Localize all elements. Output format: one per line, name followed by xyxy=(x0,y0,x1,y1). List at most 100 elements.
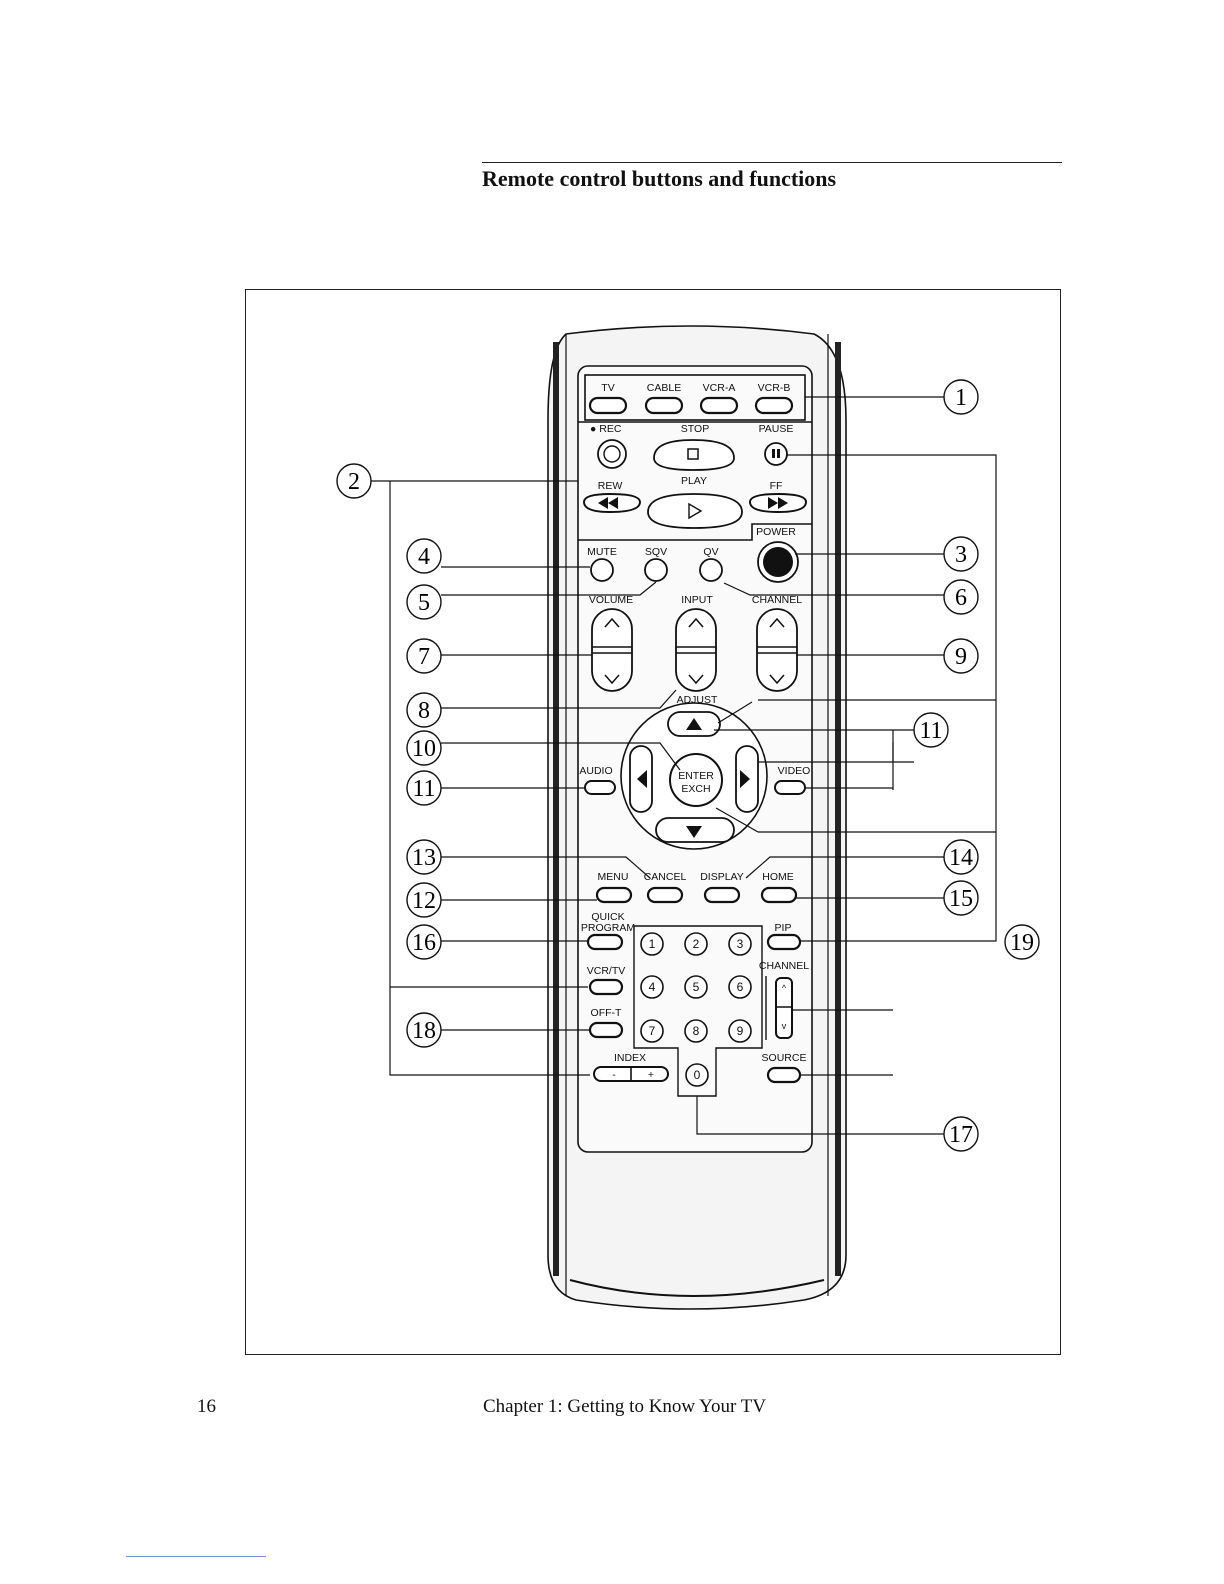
sqv-button[interactable] xyxy=(644,558,668,582)
callout-7-label: 7 xyxy=(418,644,430,670)
qv-label: QV xyxy=(703,546,718,558)
callout-1 xyxy=(943,379,979,415)
callout-17 xyxy=(943,1116,979,1152)
qv-button[interactable] xyxy=(699,558,723,582)
source-button[interactable] xyxy=(766,1066,802,1084)
callout-1-label: 1 xyxy=(955,385,967,411)
callout-15 xyxy=(943,880,979,916)
callout-16-label: 16 xyxy=(412,930,436,956)
callout-2-label: 2 xyxy=(348,469,360,495)
callout-18-label: 18 xyxy=(412,1018,436,1044)
svg-text:7: 7 xyxy=(649,1024,656,1038)
index-label: INDEX xyxy=(614,1052,646,1064)
index-plus-label: + xyxy=(648,1069,654,1081)
home-button[interactable] xyxy=(760,886,798,904)
quick-program-button[interactable] xyxy=(586,933,624,951)
pause-icon xyxy=(772,449,780,458)
page-number: 16 xyxy=(197,1396,216,1417)
rec-button[interactable] xyxy=(597,439,627,469)
audio-label: AUDIO xyxy=(579,765,612,777)
leader-lines xyxy=(368,396,997,1135)
mute-button[interactable] xyxy=(590,558,614,582)
cancel-label: CANCEL xyxy=(644,871,687,883)
digit-8-button[interactable]: 8 xyxy=(684,1019,708,1043)
callout-14 xyxy=(943,839,979,875)
chapter-footer: Chapter 1: Getting to Know Your TV xyxy=(483,1396,767,1417)
volume-label: VOLUME xyxy=(589,594,633,606)
rew-button[interactable] xyxy=(582,492,642,514)
offt-button[interactable] xyxy=(588,1021,624,1039)
callout-16 xyxy=(406,924,442,960)
play-icon xyxy=(688,502,703,520)
enter-exch-button[interactable] xyxy=(669,753,723,807)
volume-rocker[interactable] xyxy=(591,608,633,692)
digit-9-button[interactable]: 9 xyxy=(728,1019,752,1043)
input-arrows-icon xyxy=(688,617,704,685)
digit-0-button[interactable]: 0 xyxy=(685,1063,709,1087)
ff-button[interactable] xyxy=(748,492,808,514)
arrow-up-icon xyxy=(686,718,702,730)
vcr-a-button[interactable] xyxy=(699,396,739,415)
callout-15-label: 15 xyxy=(949,886,973,912)
play-button[interactable] xyxy=(647,493,743,529)
video-label: VIDEO xyxy=(778,765,811,777)
exch-label: EXCH xyxy=(681,783,710,795)
digit-4-button[interactable]: 4 xyxy=(640,975,664,999)
video-button[interactable] xyxy=(774,780,806,795)
stop-label: STOP xyxy=(681,423,709,435)
channel-rocker[interactable] xyxy=(756,608,798,692)
callout-11-left-label: 11 xyxy=(412,776,435,802)
digit-3-button[interactable]: 3 xyxy=(728,932,752,956)
channel-label: CHANNEL xyxy=(752,594,802,606)
callout-13-label: 13 xyxy=(412,845,436,871)
power-label: POWER xyxy=(756,526,796,538)
callout-11-left xyxy=(406,770,442,806)
digit-7-button[interactable]: 7 xyxy=(640,1019,664,1043)
power-button[interactable] xyxy=(757,541,799,583)
display-button[interactable] xyxy=(703,886,741,904)
svg-text:2: 2 xyxy=(693,937,700,951)
callout-19-label: 19 xyxy=(1010,930,1034,956)
rewind-icon xyxy=(598,497,618,509)
digit-5-button[interactable]: 5 xyxy=(684,975,708,999)
digit-6-button[interactable]: 6 xyxy=(728,975,752,999)
callout-6 xyxy=(943,579,979,615)
stop-button[interactable] xyxy=(653,439,735,471)
ch-up-label: ^ xyxy=(782,983,787,993)
svg-text:1: 1 xyxy=(649,937,656,951)
svg-text:3: 3 xyxy=(737,937,744,951)
home-label: HOME xyxy=(762,871,794,883)
callout-10 xyxy=(406,730,442,766)
callout-3 xyxy=(943,536,979,572)
pause-label: PAUSE xyxy=(759,423,794,435)
pause-button[interactable] xyxy=(764,442,788,466)
digit-2-button[interactable]: 2 xyxy=(684,932,708,956)
svg-text:5: 5 xyxy=(693,980,700,994)
callout-9-label: 9 xyxy=(955,644,967,670)
index-minus-label: - xyxy=(612,1069,616,1081)
pip-button[interactable] xyxy=(766,933,802,951)
menu-button[interactable] xyxy=(595,886,633,904)
index-rocker[interactable] xyxy=(593,1066,669,1082)
digit-1-button[interactable]: 1 xyxy=(640,932,664,956)
program-label: PROGRAM xyxy=(581,922,635,934)
channel-arrows-icon xyxy=(769,617,785,685)
enter-label: ENTER xyxy=(678,770,714,782)
cancel-button[interactable] xyxy=(646,886,684,904)
ff-label: FF xyxy=(770,480,783,492)
callout-11-right-label: 11 xyxy=(919,718,942,744)
callout-3-label: 3 xyxy=(955,542,967,568)
channel-small-rocker[interactable] xyxy=(775,977,793,1039)
channel-small-label: CHANNEL xyxy=(759,960,809,972)
tv-button[interactable] xyxy=(588,396,628,415)
vcr-a-label: VCR-A xyxy=(703,382,736,394)
cable-button[interactable] xyxy=(644,396,684,415)
input-rocker[interactable] xyxy=(675,608,717,692)
vcrtv-button[interactable] xyxy=(588,978,624,996)
audio-button[interactable] xyxy=(584,780,616,795)
volume-arrows-icon xyxy=(604,617,620,685)
callout-14-label: 14 xyxy=(949,845,973,871)
arrow-right-icon xyxy=(740,770,750,788)
bottom-rule xyxy=(126,1556,266,1557)
vcr-b-button[interactable] xyxy=(754,396,794,415)
